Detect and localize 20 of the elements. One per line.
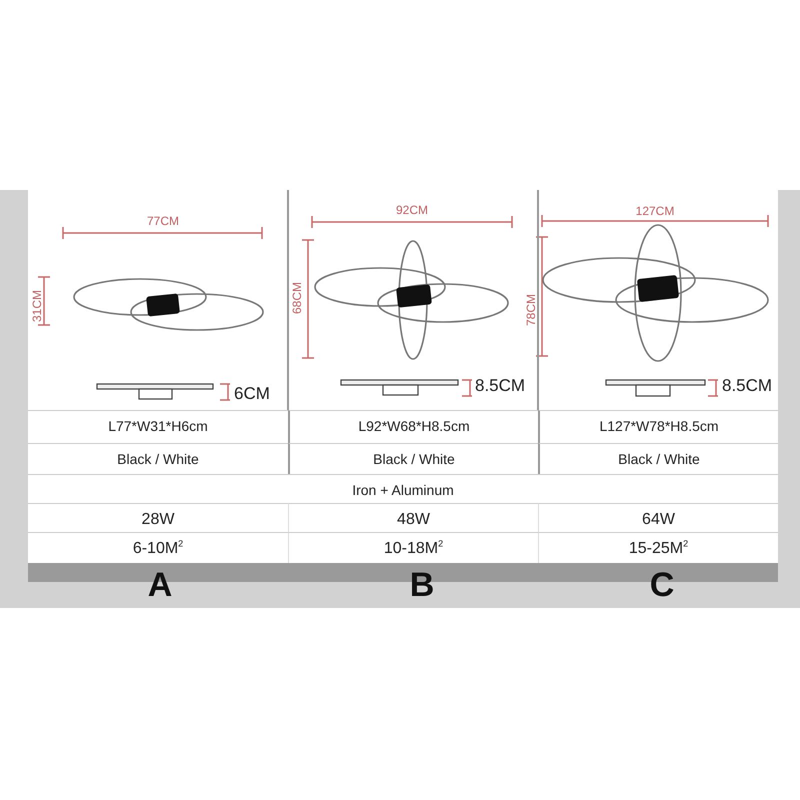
variant-letter: B [410,568,434,602]
dimension-label: 78CM [525,294,537,326]
dimension-label: 6CM [234,385,270,402]
dimension-label: 8.5CM [475,377,526,394]
dimension-label: 127CM [636,205,674,217]
dimension-label: 92CM [396,204,428,216]
dimension-label: 31CM [31,290,43,322]
dimension-label: 77CM [147,215,179,227]
variant-letter: A [148,568,172,602]
power-text: 64W [538,503,778,532]
dimensions-text: L92*W68*H8.5cm [288,410,538,443]
area-text: 15-25M$^{2}$ [538,532,778,563]
dimension-label: 68CM [291,282,303,314]
dimensions-text: L127*W78*H8.5cm [538,410,778,443]
color-text: Black / White [288,443,538,474]
power-text: 48W [288,503,538,532]
area-text: 10-18M$^{2}$ [288,532,538,563]
variant-letter: C [650,568,674,602]
dimension-label: 8.5CM [722,377,772,394]
color-text: Black / White [538,443,778,474]
